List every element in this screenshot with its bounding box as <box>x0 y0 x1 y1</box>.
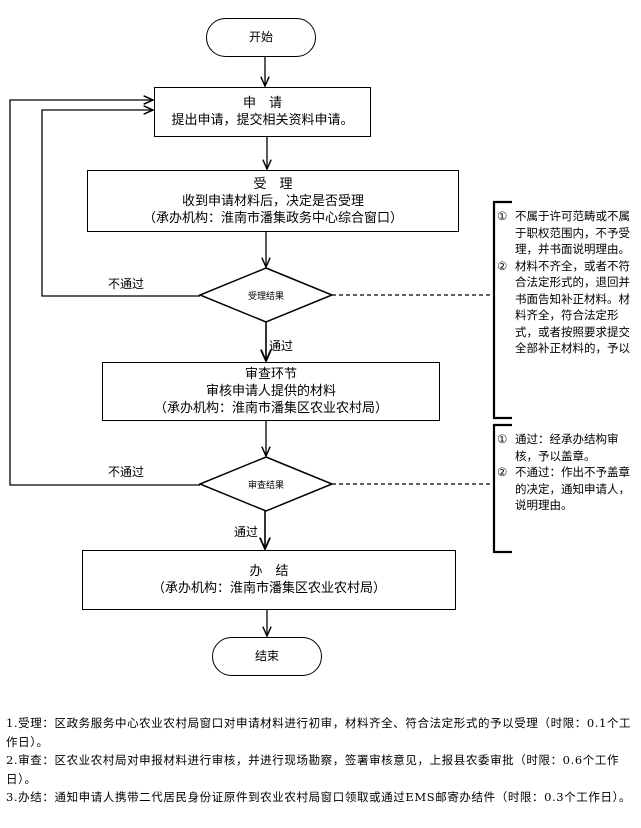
complete-title: 办 结 <box>249 564 289 579</box>
review-agency: （承办机构：淮南市潘集区农业农村局） <box>153 401 388 416</box>
note1: ① 不属于许可范畴或不属于职权范围内，不予受理，并书面说明理由。 ② 材料不齐全… <box>497 208 637 357</box>
note2-item-text: 不通过：作出不予盖章的决定，通知申请人，说明理由。 <box>515 465 630 512</box>
apply-node: 申 请 提出申请，提交相关资料申请。 <box>154 87 371 137</box>
accept-node: 受 理 收到申请材料后，决定是否受理 （承办机构：淮南市潘集政务中心综合窗口） <box>87 170 459 232</box>
decision2-label: 审查结果 <box>247 481 284 491</box>
decision2-diamond <box>198 456 334 512</box>
decision1-pass-label: 通过 <box>269 339 294 353</box>
review-title: 审查环节 <box>244 367 297 382</box>
end-node: 结束 <box>212 637 322 676</box>
start-label: 开始 <box>248 30 273 44</box>
complete-node: 办 结 （承办机构：淮南市潘集区农业农村局） <box>82 550 456 610</box>
accept-agency: （承办机构：淮南市潘集政务中心综合窗口） <box>142 210 403 226</box>
decision1-label: 受理结果 <box>247 292 284 302</box>
note2-bracket <box>492 423 512 554</box>
note1-item-num: ② <box>497 258 508 273</box>
complete-agency: （承办机构：淮南市潘集区农业农村局） <box>151 581 386 596</box>
note1-item-text: 材料不齐全，或者不符合法定形式的，退回并书面告知补正材料。材料齐全，符合法定形式… <box>515 258 630 356</box>
note2-item-text: 通过：经承办结构审核，予以盖章。 <box>515 432 619 463</box>
footer-note-accept: 1.受理：区政务服务中心农业农村局窗口对申请材料进行初审，材料齐全、符合法定形式… <box>6 716 632 749</box>
note2-item-num: ① <box>497 432 508 446</box>
review-node: 审查环节 审核申请人提供的材料 （承办机构：淮南市潘集区农业农村局） <box>102 362 440 421</box>
review-desc: 审核申请人提供的材料 <box>205 384 336 399</box>
accept-title: 受 理 <box>253 176 293 192</box>
accept-desc: 收到申请材料后，决定是否受理 <box>181 193 364 209</box>
note1-item-text: 不属于许可范畴或不属于职权范围内，不予受理，并书面说明理由。 <box>515 209 630 256</box>
footer-note-review: 2.审查：区农业农村局对申报材料进行审核，并进行现场勘察，签署审核意见，上报县农… <box>6 753 620 786</box>
edge-decision1-fail-loop <box>41 110 200 297</box>
decision2-pass-label: 通过 <box>234 525 259 539</box>
note1-item: ① 不属于许可范畴或不属于职权范围内，不予受理，并书面说明理由。 <box>497 208 637 258</box>
apply-title: 申 请 <box>242 96 282 111</box>
footer-notes: 1.受理：区政务服务中心农业农村局窗口对申请材料进行初审，材料齐全、符合法定形式… <box>6 714 638 807</box>
note2-item-num: ② <box>497 465 508 479</box>
decision2-fail-label: 不通过 <box>108 465 145 479</box>
note2: ① 通过：经承办结构审核，予以盖章。 ② 不通过：作出不予盖章的决定，通知申请人… <box>497 431 637 514</box>
footer-note-complete: 3.办结：通知申请人携带二代居民身份证原件到农业农村局窗口领取或通过EMS邮寄办… <box>6 790 632 804</box>
end-label: 结束 <box>254 649 279 663</box>
decision1-fail-label: 不通过 <box>108 277 145 291</box>
note2-item: ① 通过：经承办结构审核，予以盖章。 <box>497 431 637 464</box>
note1-item: ② 材料不齐全，或者不符合法定形式的，退回并书面告知补正材料。材料齐全，符合法定… <box>497 258 637 357</box>
edge-decision2-fail-loop <box>9 100 200 486</box>
apply-desc: 提出申请，提交相关资料申请。 <box>171 113 354 128</box>
start-node: 开始 <box>206 18 316 57</box>
note1-bracket <box>492 200 512 420</box>
note2-item: ② 不通过：作出不予盖章的决定，通知申请人，说明理由。 <box>497 464 637 514</box>
note1-item-num: ① <box>497 209 508 223</box>
